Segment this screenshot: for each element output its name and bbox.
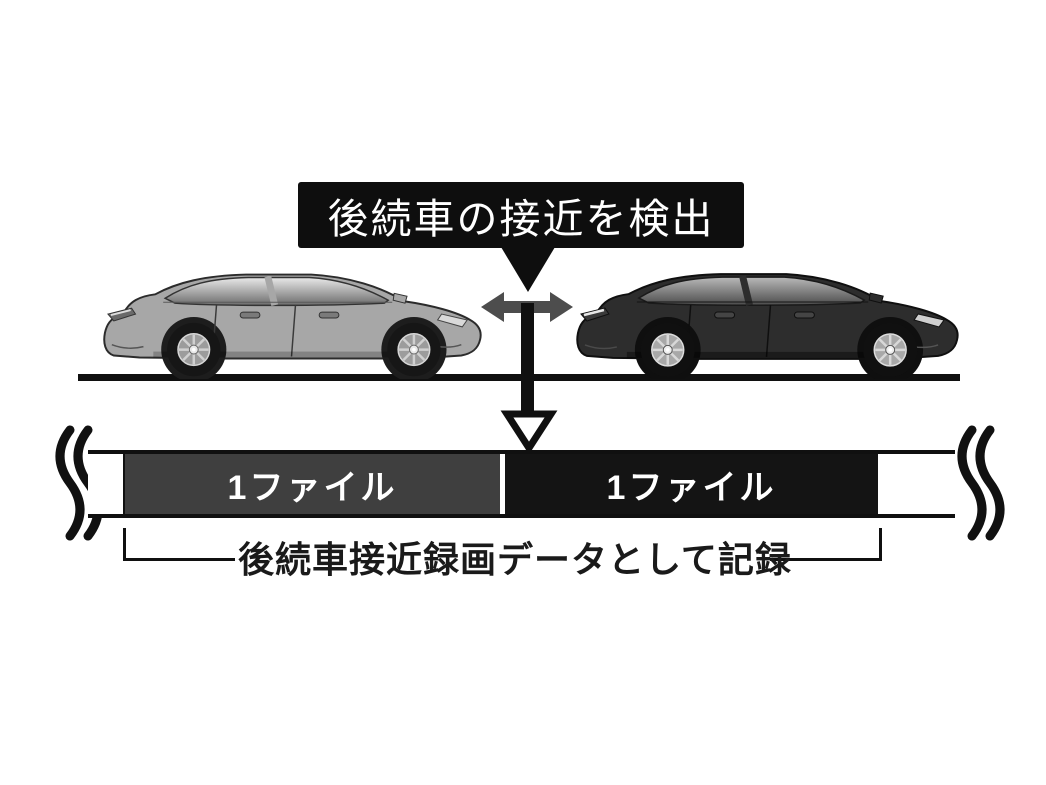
bar-left-gap bbox=[88, 454, 123, 514]
file-segment-2: 1ファイル bbox=[505, 454, 878, 514]
callout-pointer-icon bbox=[501, 247, 555, 292]
front-wheel bbox=[387, 322, 441, 377]
file-segment-2-label: 1ファイル bbox=[606, 468, 777, 507]
bracket-right-line bbox=[770, 528, 882, 561]
rear-wheel bbox=[167, 322, 221, 377]
front-wheel bbox=[863, 322, 918, 377]
file-segment-1-label: 1ファイル bbox=[227, 468, 398, 507]
recording-caption: 後続車接近録画データとして記録 bbox=[238, 539, 792, 580]
following-car-illustration bbox=[103, 273, 482, 379]
rear-wheel bbox=[640, 322, 695, 377]
file-segment-1: 1ファイル bbox=[123, 454, 500, 514]
leading-car-illustration bbox=[576, 273, 959, 379]
bar-right-gap bbox=[878, 454, 955, 514]
bracket-left-line bbox=[123, 528, 235, 561]
detection-callout: 後続車の接近を検出 bbox=[298, 182, 744, 248]
ground-line bbox=[78, 374, 960, 381]
timeline-break-right-icon bbox=[957, 425, 1005, 541]
recording-timeline-bar: 1ファイル 1ファイル bbox=[88, 450, 955, 518]
detection-callout-label: 後続車の接近を検出 bbox=[327, 196, 715, 242]
connector-line bbox=[521, 303, 534, 415]
segment-divider bbox=[500, 454, 505, 514]
down-arrow-icon bbox=[500, 410, 558, 452]
